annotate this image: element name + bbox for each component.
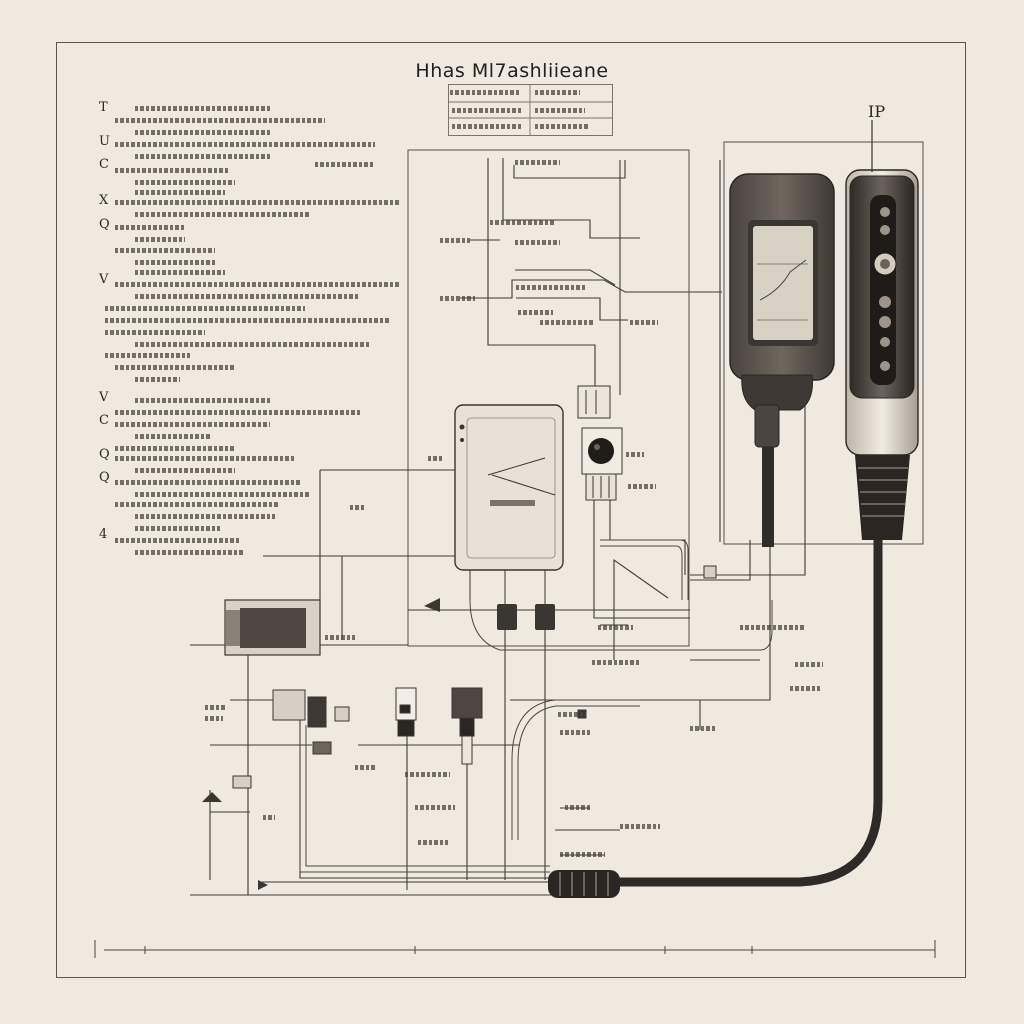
- main-cable: [610, 540, 883, 887]
- probe-handle-icon: [845, 120, 919, 540]
- connector-icon: [451, 687, 483, 719]
- bottom-scale: [94, 940, 936, 958]
- cable-connector: [548, 870, 620, 898]
- control-box: [454, 404, 564, 630]
- wiring-traces: [190, 158, 806, 896]
- schematic-frame: [407, 149, 690, 647]
- corner-label: IP: [868, 102, 886, 121]
- knob-icon: [588, 438, 614, 464]
- pointer-markers: [202, 598, 440, 890]
- small-components: [232, 565, 717, 789]
- drawing-border: [56, 42, 966, 978]
- title-block-table: [448, 84, 613, 136]
- diagram-title: Hhas Ml7ashliieane: [415, 60, 609, 82]
- title-block-rows: [448, 84, 613, 136]
- pipe-runs: [299, 539, 773, 873]
- battery-box-icon: [190, 599, 321, 656]
- device-frame: [723, 141, 924, 545]
- switch-assembly: [577, 385, 623, 501]
- handheld-meter-icon: [729, 173, 835, 547]
